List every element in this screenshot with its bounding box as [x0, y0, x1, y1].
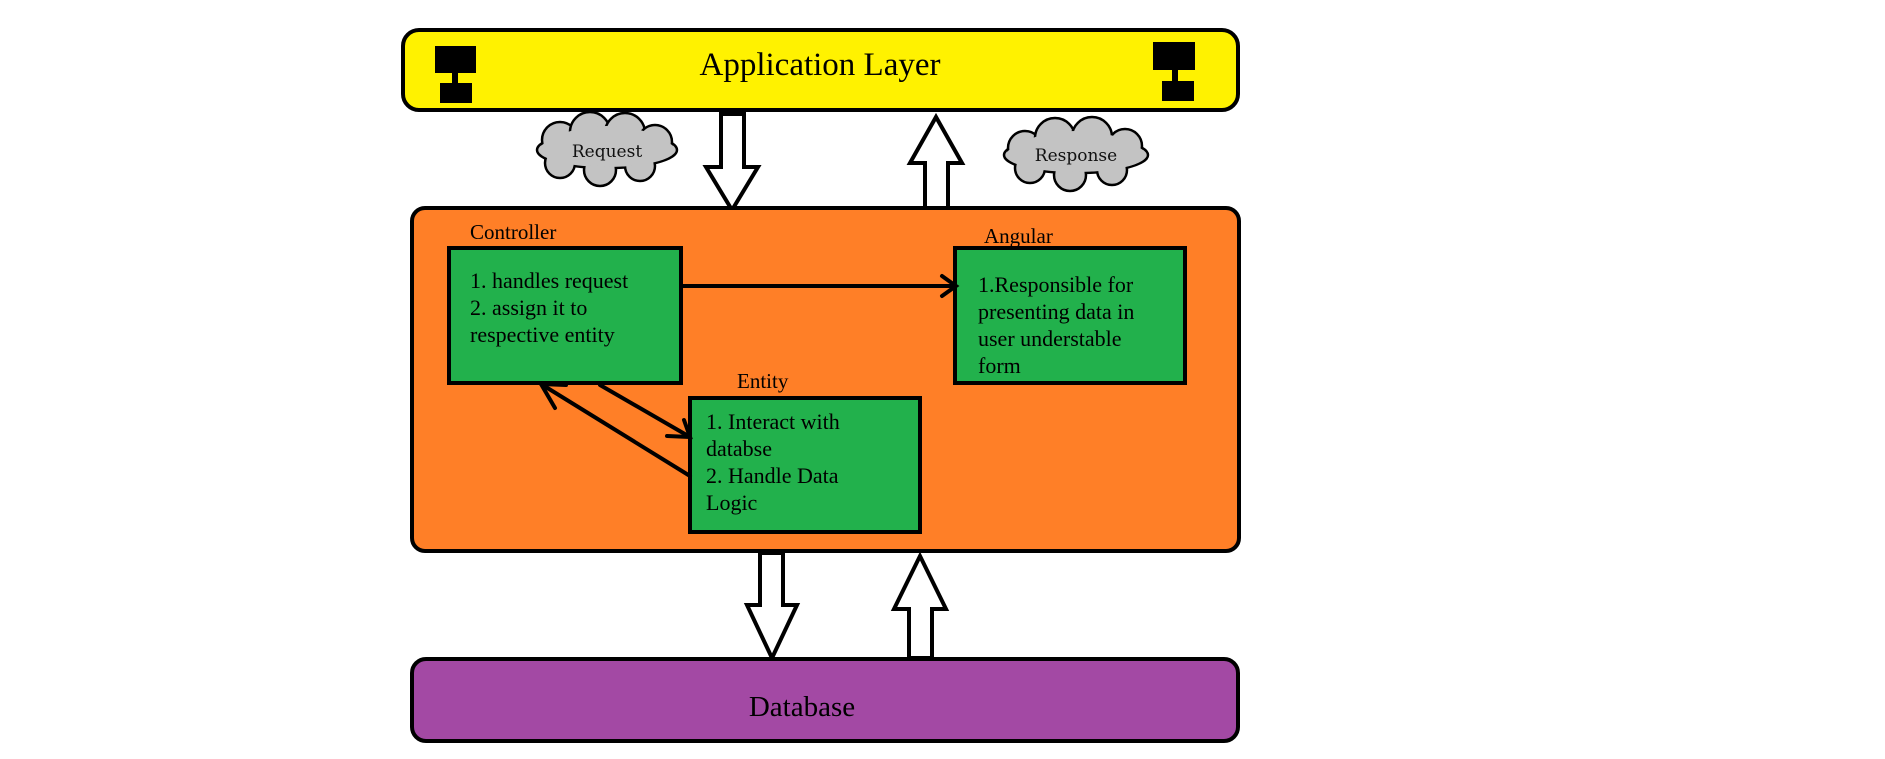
database-label: Database: [749, 691, 855, 723]
angular-line-1: 1.Responsible for: [978, 272, 1134, 297]
request-down-arrow: [702, 112, 762, 214]
database-up-arrow: [890, 551, 950, 660]
entity-line-2: databse: [706, 436, 772, 461]
entity-line-3: 2. Handle Data: [706, 463, 839, 488]
response-cloud-label: Response: [1035, 146, 1117, 166]
response-up-arrow: [906, 112, 966, 210]
application-layer-label: Application Layer: [700, 47, 941, 83]
entity-to-controller-arrow: [537, 381, 692, 478]
database-down-arrow: [743, 551, 801, 663]
network-icon: [1153, 42, 1195, 101]
angular-box: [953, 246, 1187, 385]
network-icon: [435, 46, 476, 103]
controller-to-entity-arrow: [598, 383, 693, 440]
controller-title: Controller: [470, 220, 556, 244]
angular-line-2: presenting data in: [978, 299, 1134, 324]
angular-title: Angular: [984, 224, 1053, 248]
response-cloud: Response: [1002, 115, 1150, 193]
controller-line-2: 2. assign it to: [470, 295, 587, 320]
application-layer: Application Layer: [401, 28, 1240, 112]
controller-box: [447, 246, 683, 385]
request-cloud: Request: [535, 110, 679, 188]
application-layer-box: [401, 28, 1240, 112]
database-box: [410, 657, 1240, 743]
controller-line-3: respective entity: [470, 322, 615, 347]
entity-line-4: Logic: [706, 490, 758, 515]
request-cloud-label: Request: [572, 142, 642, 162]
controller-to-angular-arrow: [681, 274, 960, 298]
entity-title: Entity: [737, 369, 789, 393]
controller-line-1: 1. handles request: [470, 268, 628, 293]
entity-line-1: 1. Interact with: [706, 409, 840, 434]
angular-line-4: form: [978, 353, 1021, 378]
entity-box: [688, 396, 922, 534]
angular-line-3: user understable: [978, 326, 1122, 351]
